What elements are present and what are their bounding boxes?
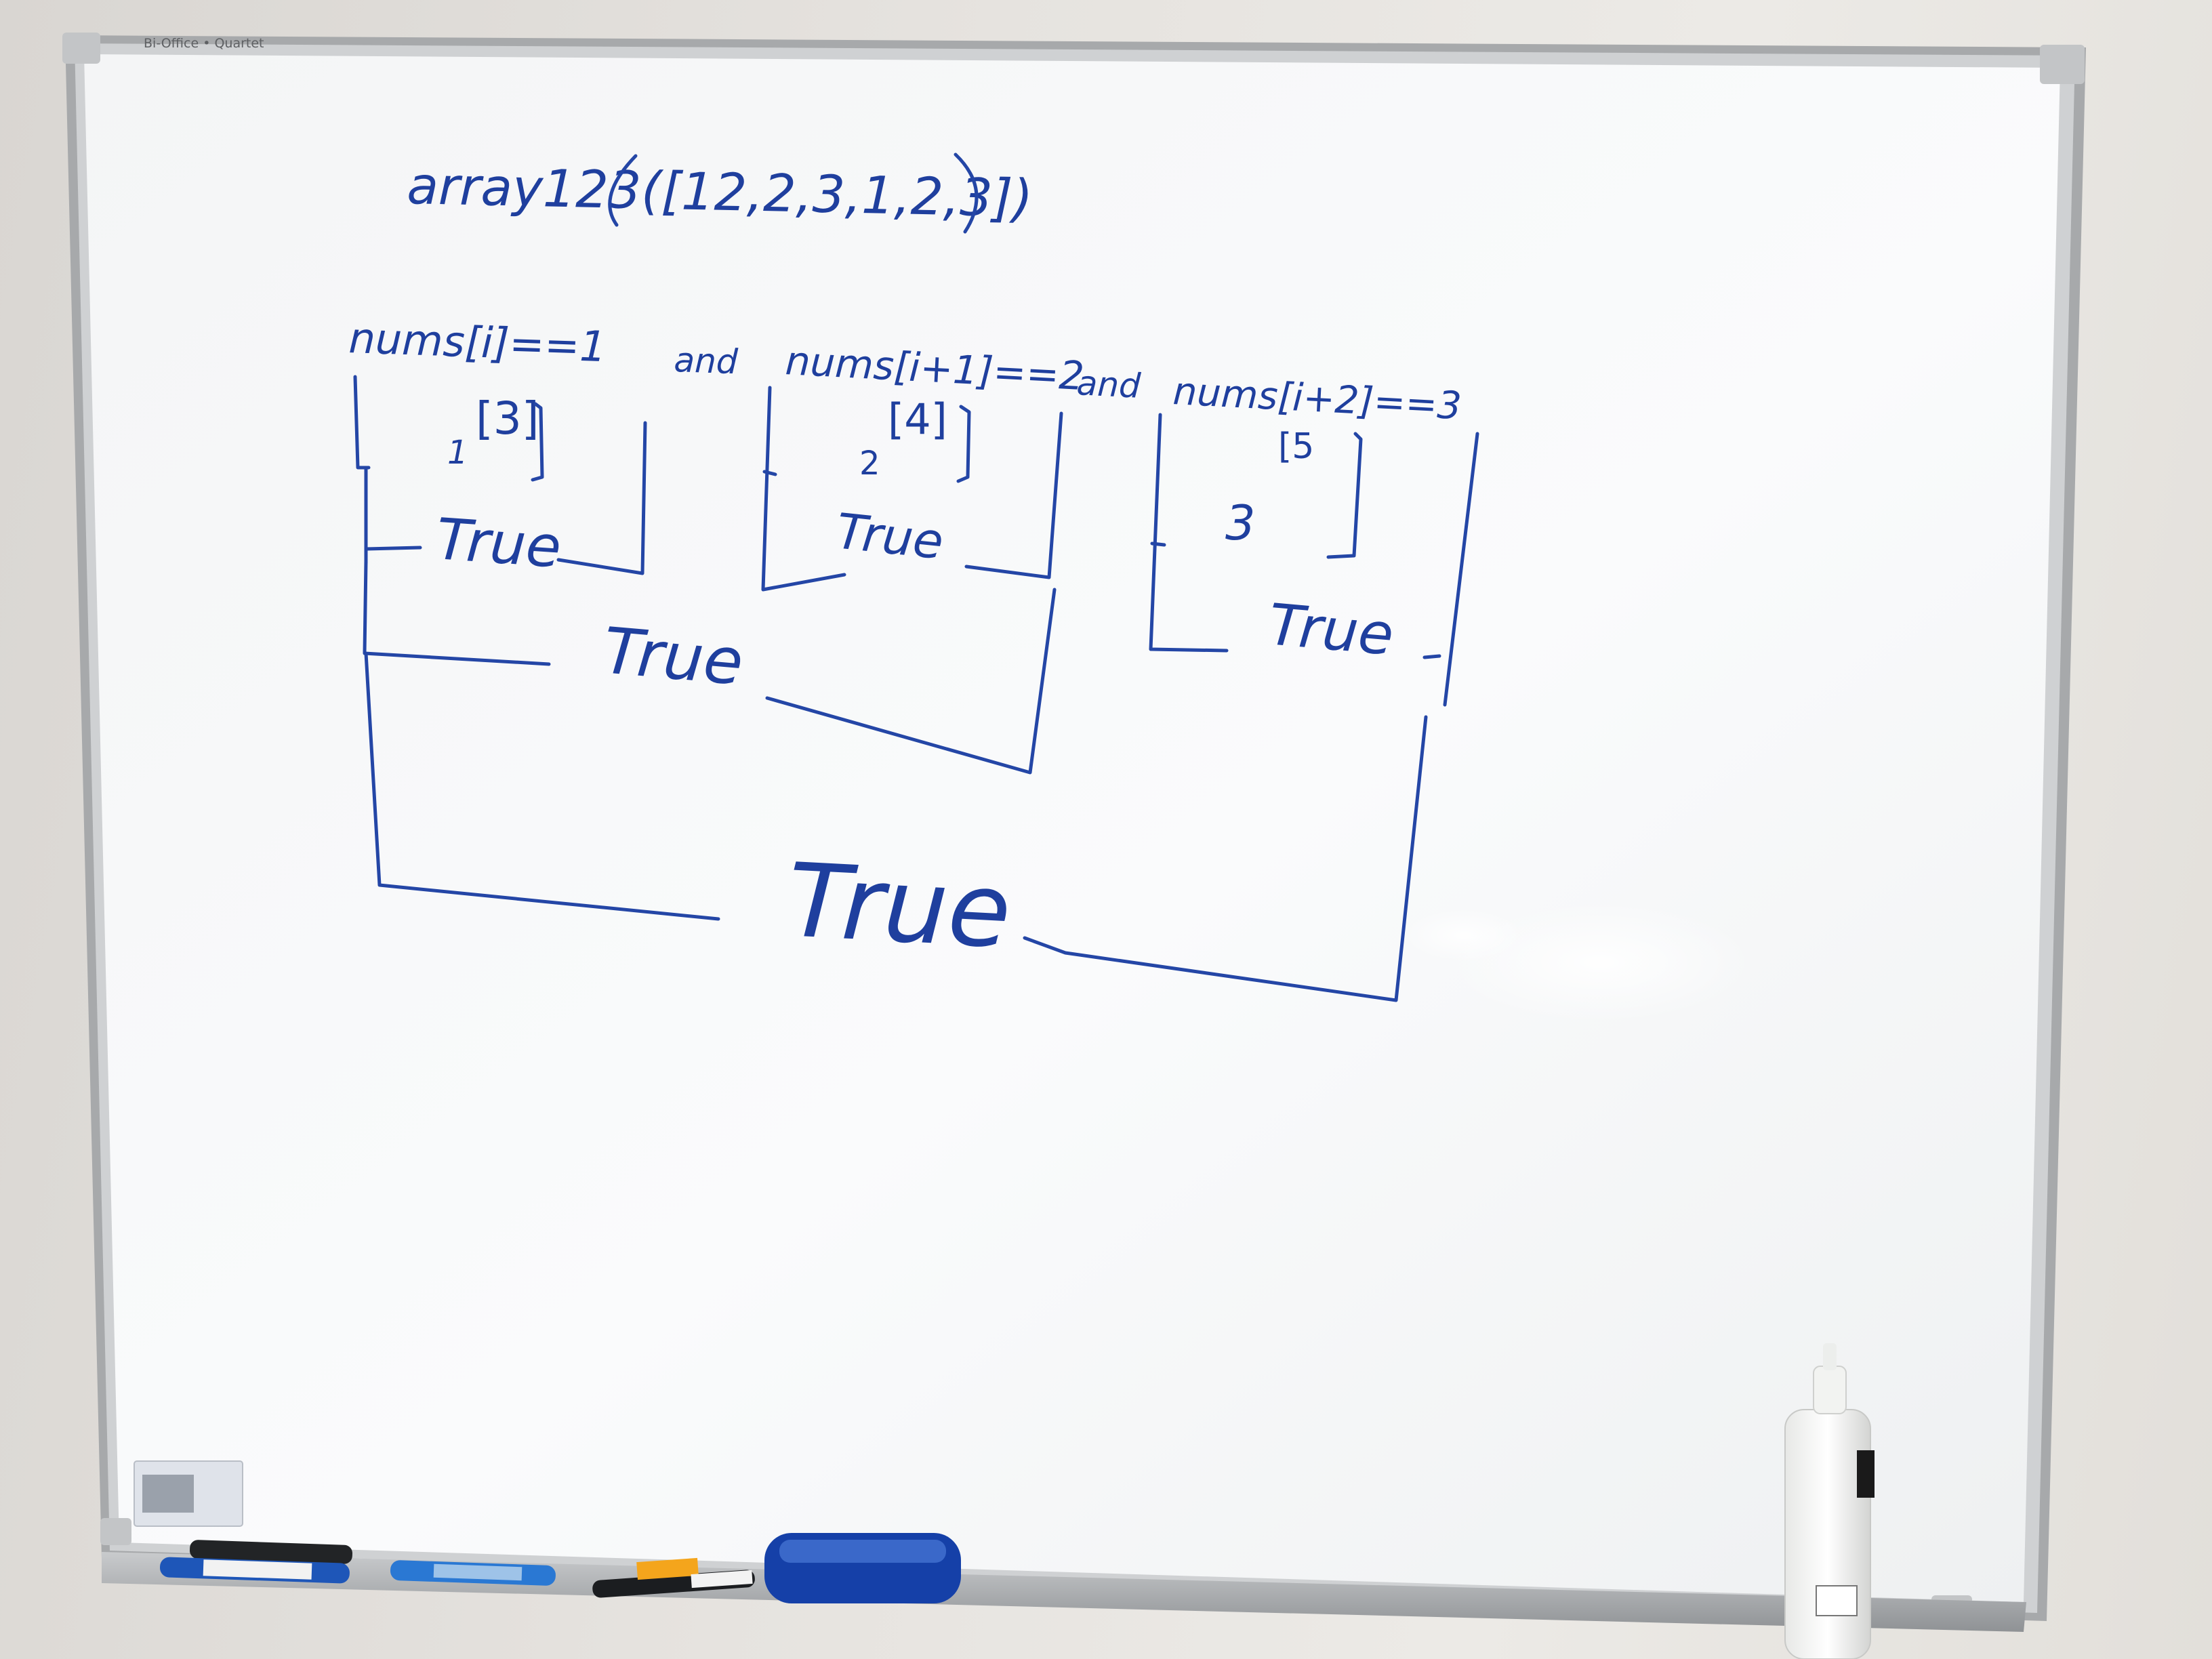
true-label-final: True xyxy=(785,842,1014,971)
frame-corner-top-left xyxy=(62,33,100,64)
marker-sticker-image xyxy=(142,1475,194,1513)
black-marker xyxy=(189,1540,353,1564)
bracket-strokes xyxy=(353,152,1479,1002)
index-value-13: [3] xyxy=(476,392,539,445)
and-text-2: and xyxy=(1076,363,1141,406)
condition-part-1: nums[i]==1 xyxy=(348,313,607,371)
frame-corner-top-right xyxy=(2040,45,2085,84)
element-value-2: 2 xyxy=(859,445,880,483)
whiteboard-eraser xyxy=(764,1533,961,1603)
blue-marker-1 xyxy=(160,1557,350,1584)
marker-tray xyxy=(102,1552,2026,1632)
board-surface xyxy=(84,54,2060,1602)
light-glare-small xyxy=(1403,908,1525,962)
cleaner-bottle xyxy=(1784,1343,1875,1659)
frame-corner-bottom-left xyxy=(100,1518,131,1545)
element-value-1: 1 xyxy=(447,434,468,472)
true-label-combined: True xyxy=(600,614,746,700)
array-call-text: array123([12,2,3,1,2,3]) xyxy=(407,155,1033,228)
brand-label: Bi-Office • Quartet xyxy=(144,36,264,51)
true-label-3: True xyxy=(1266,591,1396,668)
orange-marker xyxy=(592,1557,755,1598)
blue-marker-2 xyxy=(390,1560,556,1586)
element-value-3: 3 xyxy=(1225,495,1256,551)
true-label-1: True xyxy=(434,506,564,581)
index-value-14: [4] xyxy=(888,394,947,444)
index-value-15: [5 xyxy=(1278,426,1314,467)
true-label-2: True xyxy=(834,502,946,570)
and-text-1: and xyxy=(674,340,739,382)
bottle-barcode xyxy=(1816,1585,1858,1616)
